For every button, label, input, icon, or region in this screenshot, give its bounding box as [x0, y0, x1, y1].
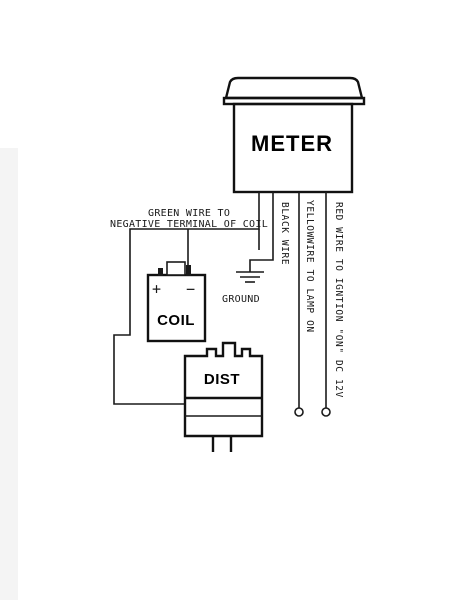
- black-wire: [249, 192, 274, 272]
- green-wire-label-1: GREEN WIRE TO: [148, 208, 230, 219]
- red-wire-label: RED WIRE TO IGNTION "ON" DC 12V: [333, 202, 344, 398]
- coil-plus-sign: +: [152, 280, 161, 298]
- coil-terminal-plus: [158, 268, 163, 276]
- green-wire-label-2: NEGATIVE TERMINAL OF COIL: [110, 219, 268, 230]
- ground-label: GROUND: [222, 294, 260, 305]
- dist-cap: [183, 341, 264, 438]
- coil-terminal-minus: [186, 265, 191, 276]
- meter-label: METER: [251, 131, 333, 156]
- black-wire-label: BLACK WIRE: [279, 202, 290, 265]
- coil-label: COIL: [157, 312, 195, 329]
- yellow-wire-label: YELLOWWIRE TO LAMP ON: [304, 200, 315, 333]
- dist-label: DIST: [204, 371, 240, 388]
- meter-body: [232, 102, 354, 194]
- green-wire-left-segment: [129, 192, 260, 305]
- coil-to-dist-wire: [113, 305, 185, 405]
- coil-minus-sign: −: [186, 280, 195, 298]
- meter-lid: [224, 76, 364, 100]
- scan-edge: [0, 148, 18, 600]
- red-wire-terminal: [321, 407, 331, 417]
- yellow-wire-terminal: [294, 407, 304, 417]
- coil-cap: [166, 261, 186, 276]
